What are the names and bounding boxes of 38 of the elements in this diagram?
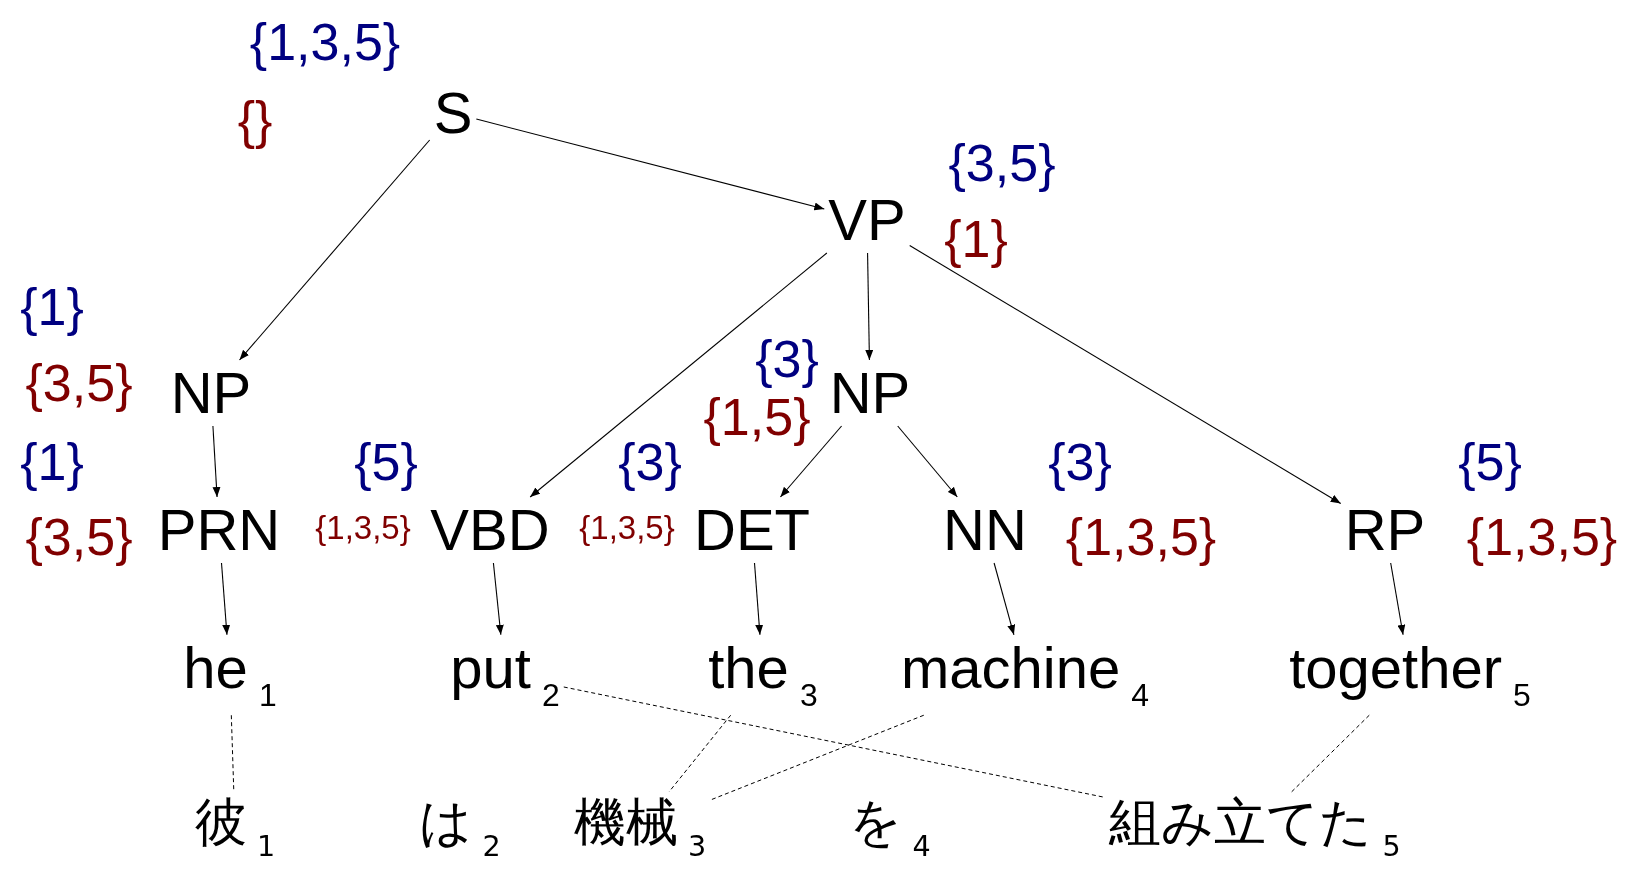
- arrow: [897, 425, 958, 498]
- arrow: [993, 562, 1016, 636]
- word: together$_{5}$: [1289, 638, 1531, 712]
- alignment-line: [1291, 714, 1370, 793]
- word: the$_{3}$: [708, 638, 818, 712]
- arrow: [779, 425, 843, 498]
- arrow: [529, 252, 828, 498]
- arrow: [1390, 562, 1406, 636]
- word: は$_{2}$: [419, 795, 501, 861]
- word: he$_{1}$: [183, 638, 277, 712]
- alignment-line: [563, 686, 1106, 798]
- category-label: NN: [943, 501, 1027, 559]
- word: 機械$_{3}$: [573, 795, 707, 861]
- category-label: RP: [1344, 501, 1426, 559]
- category-label: VBD: [430, 501, 550, 559]
- arrow: [753, 562, 764, 636]
- word: machine$_{4}$: [900, 638, 1150, 712]
- category-label: VP: [828, 191, 906, 249]
- word: を$_{4}$: [849, 795, 931, 861]
- arrow: [909, 245, 1342, 505]
- arrow: [475, 118, 825, 211]
- arrow: [865, 252, 874, 361]
- word: put$_{2}$: [450, 638, 560, 712]
- arrow: [238, 139, 431, 361]
- index-set: {1,3,5}: [579, 510, 675, 544]
- index-set: {1,3,5}: [315, 510, 411, 544]
- alignment-line: [668, 714, 732, 793]
- category-label: DET: [694, 501, 810, 559]
- arrow: [492, 562, 504, 636]
- word: 彼$_{1}$: [194, 795, 276, 861]
- word: 組み立てた$_{5}$: [1109, 795, 1401, 861]
- arrow: [220, 562, 231, 636]
- category-label: NP: [829, 364, 911, 422]
- category-label: PRN: [157, 501, 281, 559]
- alignment-line: [709, 714, 925, 801]
- arrow: [212, 425, 221, 498]
- category-label: NP: [170, 364, 252, 422]
- category-label: S: [433, 84, 473, 142]
